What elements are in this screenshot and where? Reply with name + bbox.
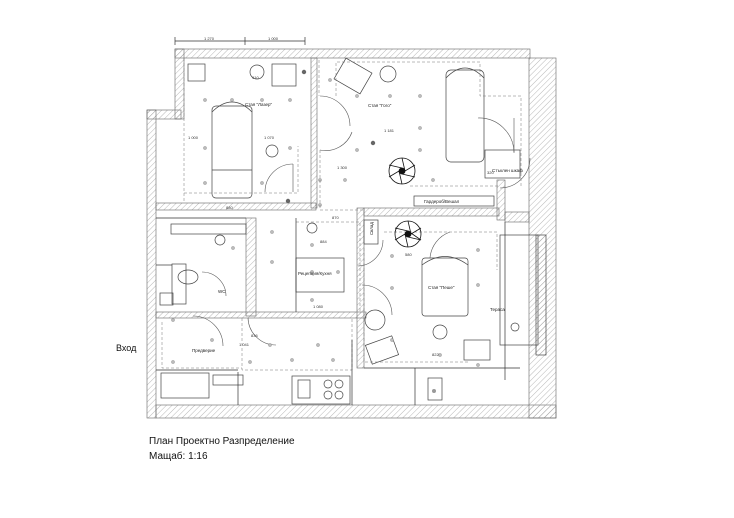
plan-scale: Мащаб: 1:16 [149,451,208,462]
dim-pike-h: 822 [432,352,439,357]
markers [285,69,436,393]
dim-pike-w: 580 [405,252,412,257]
room-label-cabinet: Стъклен шкаф [492,168,523,173]
dim-reception-w: 884 [320,239,327,244]
dim-hair-w: 1 181 [384,128,395,133]
fan-icon [388,157,416,185]
ceiling-lights [171,78,480,367]
dim-corridor: 1 300 [337,165,348,170]
dim-terrace: 320 [487,170,494,175]
room-label-hair: Стая "Гого" [368,103,392,108]
plan-caption: План Проектно Разпределение Мащаб: 1:16 [149,434,295,464]
room-label-lobby: Предверие [192,348,216,353]
ceiling-outlines [161,58,522,371]
room-label-pike: Стая "Пеше" [428,285,455,290]
dim-laser-width: 1 070 [264,135,275,140]
dim-laser-depth: 1 000 [188,135,199,140]
room-label-wc: WC [218,289,226,294]
exterior-walls [146,48,557,419]
dim-corridor-b: 870 [332,215,339,220]
entrance-label: Вход [116,343,137,353]
room-label-wardrobe: Гардероб/Вешал [424,199,460,204]
plan-title: План Проектно Разпределение [149,436,295,447]
dim-laser-small: 910 [252,75,259,80]
door-swings [192,95,531,347]
room-label-storage: Склад [369,222,374,235]
plan-lines [156,37,520,405]
dim-laser-bottom: 880 [226,205,233,210]
dim-top-left: 1 270 [204,36,215,41]
dim-top-right: 1 000 [268,36,279,41]
room-label-laser: Стая "Лазер" [245,102,272,107]
fan-icon [394,220,422,248]
dim-reception-h: 1 080 [313,304,324,309]
room-label-terrace: Тераса [490,307,505,312]
dim-lobby-w: 1 041 [239,342,250,347]
dim-lobby-small: 836 [251,333,258,338]
room-label-reception: Рецепция/Кухня [298,271,332,276]
furniture [159,57,547,405]
